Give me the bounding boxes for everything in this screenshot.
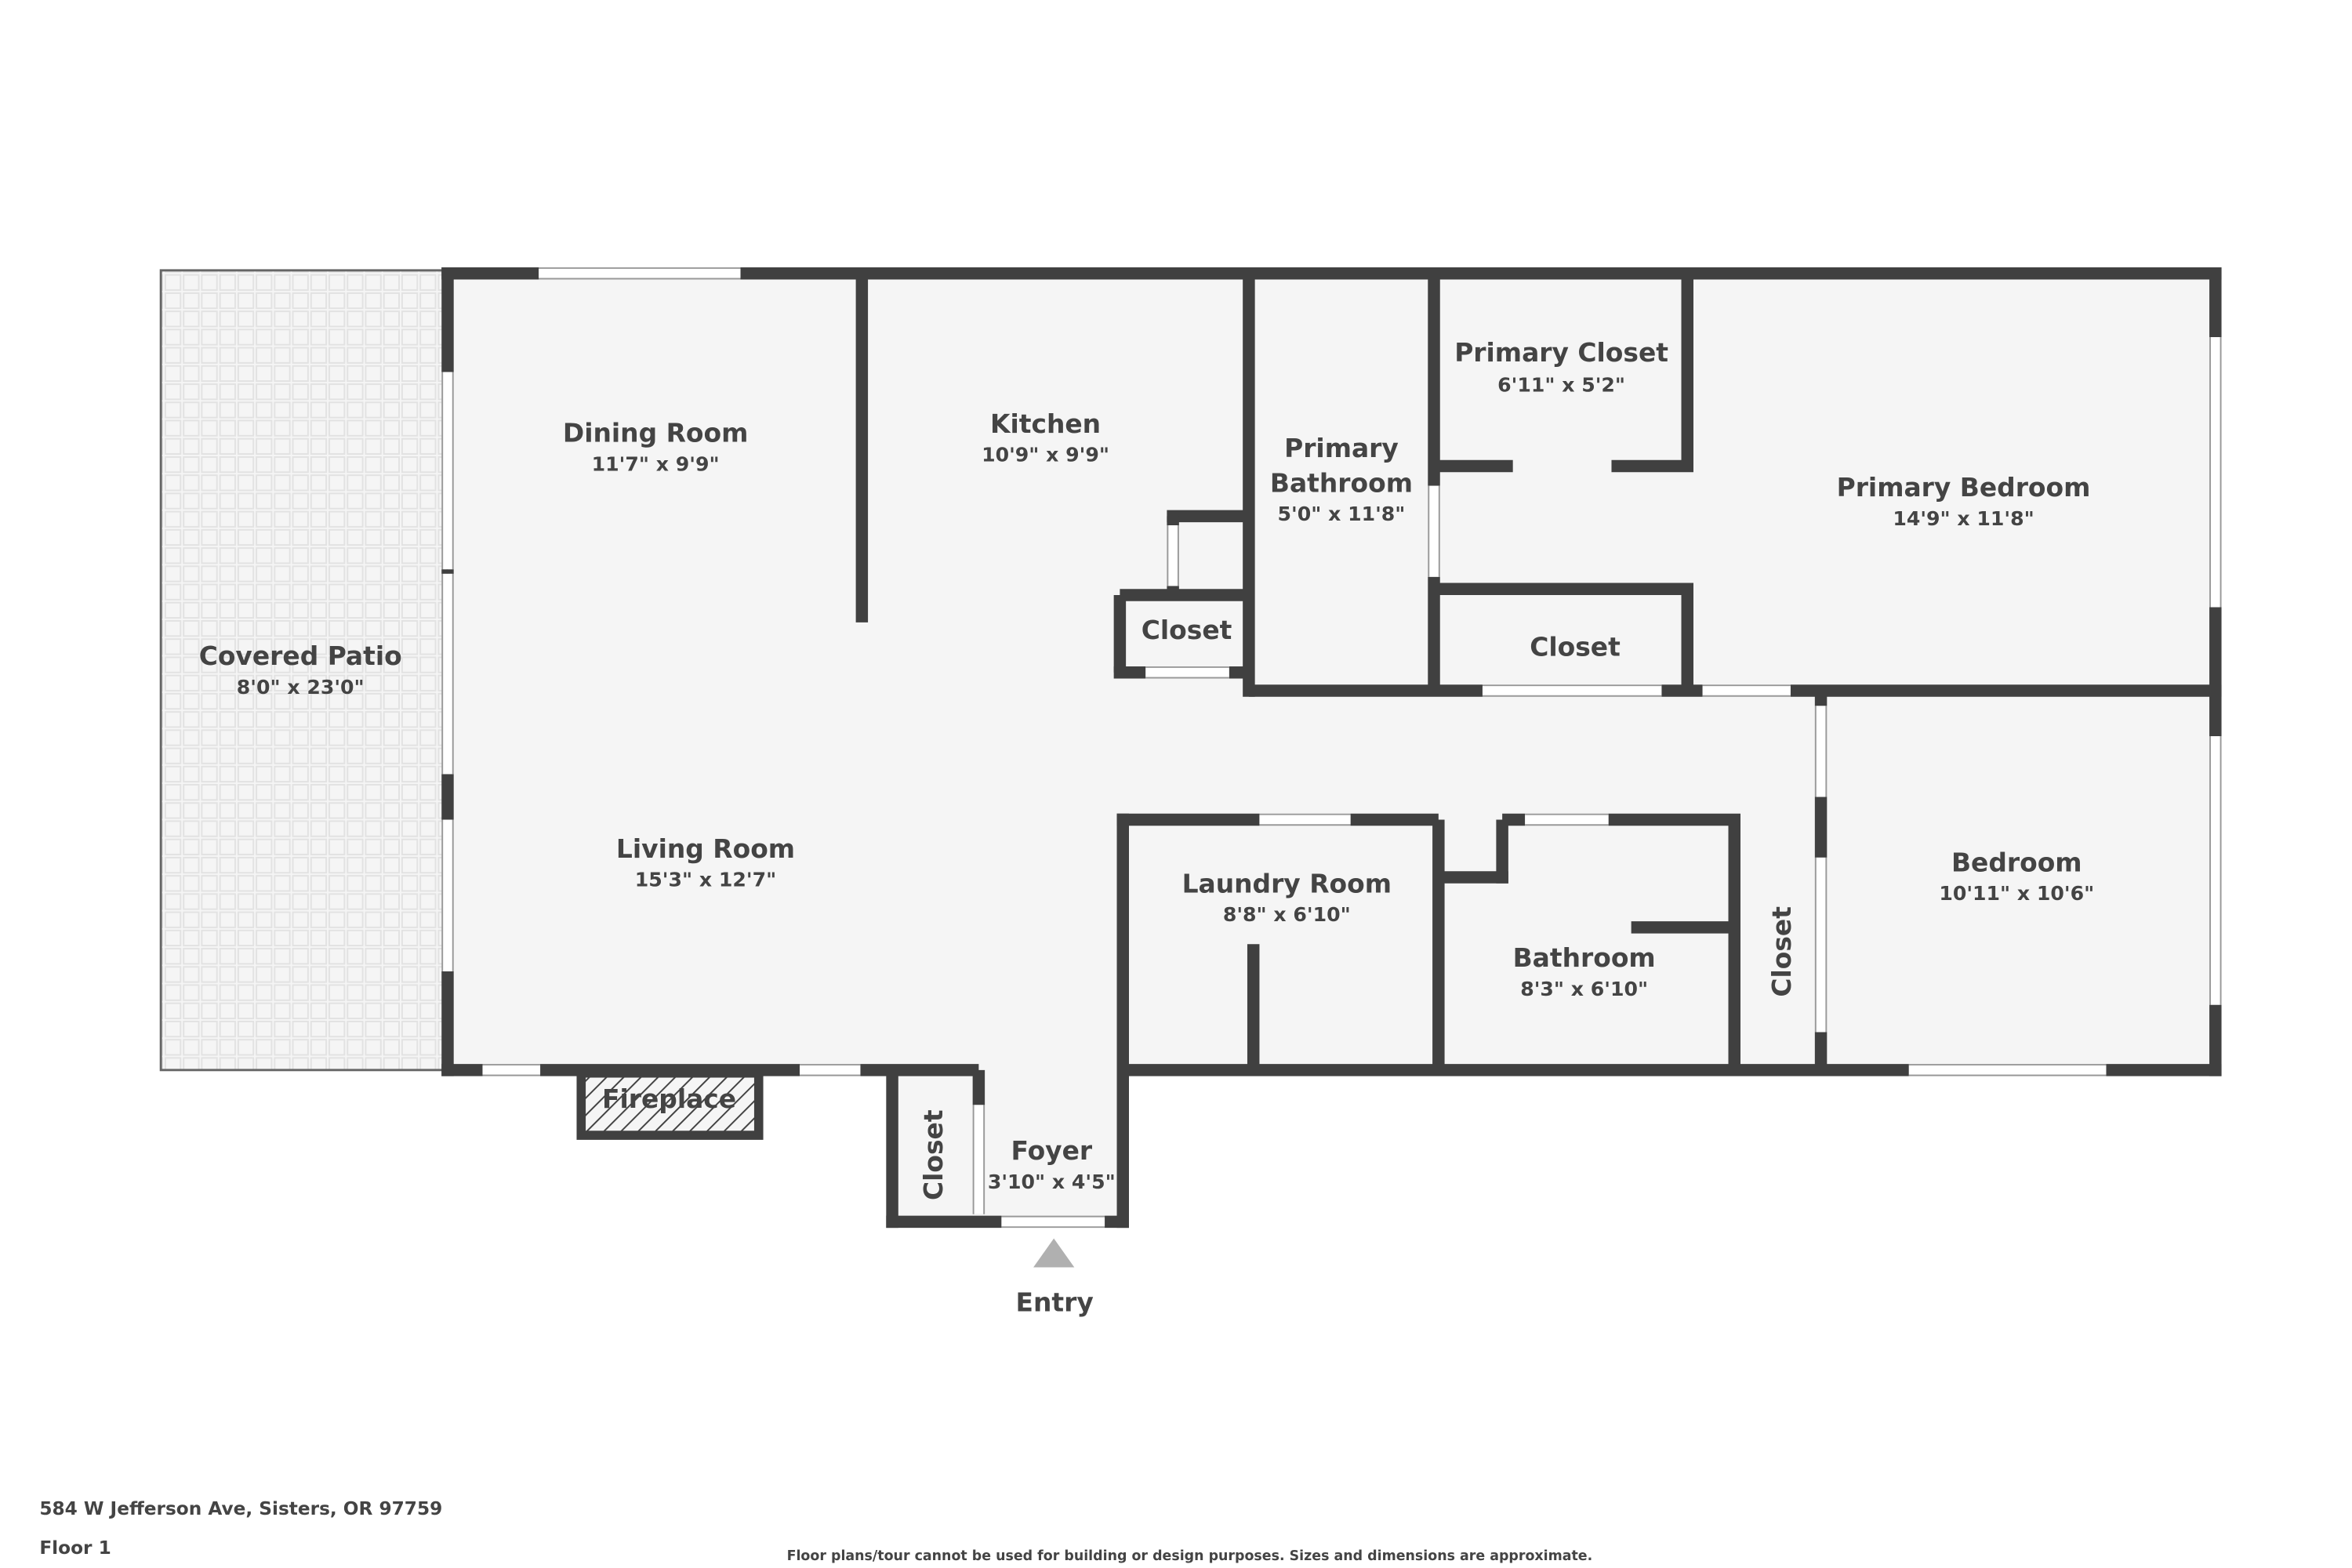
- room-dims: 14'9" x 11'8": [1893, 507, 2034, 530]
- room-label: Closet: [1766, 906, 1797, 997]
- room-dims: 8'0" x 23'0": [237, 676, 365, 699]
- floor-label: Floor 1: [39, 1537, 111, 1559]
- room-label: Closet: [1530, 631, 1621, 662]
- room-dims: 8'3" x 6'10": [1520, 978, 1648, 1000]
- room-dims: 15'3" x 12'7": [635, 869, 776, 891]
- patio-area: [159, 269, 449, 1072]
- room-dims: 10'11" x 10'6": [1939, 882, 2094, 905]
- room-label: Closet: [1142, 615, 1232, 645]
- room-label: Kitchen: [990, 408, 1101, 439]
- room-label: Living Room: [616, 833, 795, 864]
- room-label: Bedroom: [1951, 847, 2082, 877]
- room-label: Laundry Room: [1182, 868, 1392, 898]
- entry-arrow-icon: [1033, 1238, 1075, 1268]
- entry-label: Entry: [1016, 1287, 1094, 1318]
- room-label: Foyer: [1011, 1135, 1092, 1166]
- room-label: Primary Closet: [1454, 337, 1668, 368]
- room-dims: 10'9" x 9'9": [982, 444, 1109, 466]
- room-dims: 11'7" x 9'9": [592, 452, 720, 475]
- room-label: Covered Patio: [199, 641, 402, 671]
- room-dims: 5'0" x 11'8": [1278, 503, 1406, 525]
- room-label: Primary: [1284, 433, 1399, 463]
- room-label: Primary Bedroom: [1837, 472, 2091, 503]
- room-label: Closet: [918, 1109, 949, 1200]
- room-label: Dining Room: [563, 418, 748, 448]
- room-label: Fireplace: [602, 1083, 736, 1114]
- address: 584 W Jefferson Ave, Sisters, OR 97759: [39, 1498, 442, 1519]
- room-label: Bathroom: [1513, 942, 1656, 973]
- room-dims: 6'11" x 5'2": [1497, 374, 1625, 397]
- room-label: Bathroom: [1270, 467, 1413, 498]
- disclaimer: Floor plans/tour cannot be used for buil…: [787, 1548, 1593, 1564]
- room-dims: 3'10" x 4'5": [988, 1171, 1116, 1193]
- interior-floor: [447, 273, 2216, 1222]
- room-dims: 8'8" x 6'10": [1223, 903, 1351, 926]
